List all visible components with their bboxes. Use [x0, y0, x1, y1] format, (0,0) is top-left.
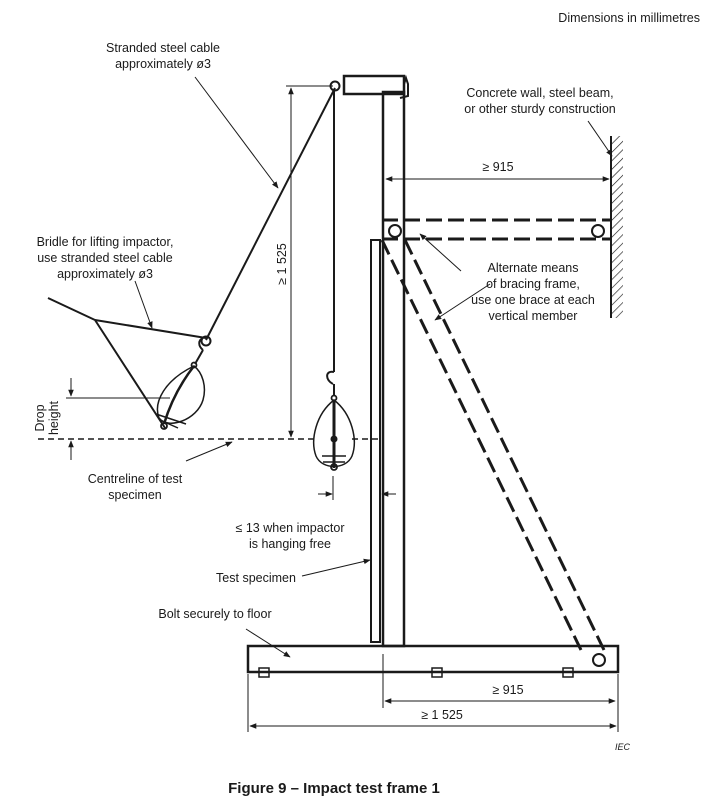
base-distance-label: ≥ 915	[492, 683, 523, 697]
floor-bolt	[431, 667, 443, 678]
iec-source-mark: IEC	[615, 742, 631, 752]
raised-impactor	[155, 335, 212, 430]
brace-pivot-base	[592, 653, 606, 667]
wall-distance-dimension: ≥ 915	[385, 160, 610, 182]
gap-dimension	[318, 476, 396, 500]
wall-label-2: or other sturdy construction	[464, 102, 616, 116]
wall-label-1: Concrete wall, steel beam,	[466, 86, 613, 100]
base-beam	[246, 644, 620, 678]
bridle-label-2: use stranded steel cable	[37, 251, 173, 265]
centreline-label-1: Centreline of test	[88, 472, 183, 486]
height-dimension: ≥ 1 525	[275, 85, 333, 438]
base-distance-dimension: ≥ 915	[382, 654, 616, 708]
centreline-label-2: specimen	[108, 488, 162, 502]
test-specimen	[370, 239, 381, 643]
brace-label-4: vertical member	[489, 309, 578, 323]
gap-label-1: ≤ 13 when impactor	[236, 521, 345, 535]
base-length-label: ≥ 1 525	[421, 708, 463, 722]
top-cap	[329, 74, 409, 99]
leader-lines	[134, 76, 613, 658]
brace-label-2: of bracing frame,	[486, 277, 580, 291]
bolt-label: Bolt securely to floor	[158, 607, 271, 621]
base-length-dimension: ≥ 1 525	[247, 674, 619, 732]
wall	[610, 136, 623, 318]
cable-label-2: approximately ø3	[115, 57, 211, 71]
cable-label-1: Stranded steel cable	[106, 41, 220, 55]
floor-bolt	[258, 667, 270, 678]
bridle-cable	[47, 297, 207, 429]
wall-distance-label: ≥ 915	[482, 160, 513, 174]
test-specimen-label: Test specimen	[216, 571, 296, 585]
drop-height-dimension: Drop height	[33, 378, 170, 460]
drop-height-label-1: Drop	[33, 404, 47, 431]
drop-height-label-2: height	[47, 400, 61, 435]
units-note: Dimensions in millimetres	[558, 11, 700, 25]
brace-diagonal	[380, 239, 606, 651]
bridle-label-3: approximately ø3	[57, 267, 153, 281]
brace-label-1: Alternate means	[487, 261, 578, 275]
figure-caption: Figure 9 – Impact test frame 1	[228, 780, 440, 797]
hanging-impactor	[313, 370, 355, 471]
vertical-column	[381, 90, 406, 648]
brace-horizontal	[382, 218, 611, 241]
gap-label-2: is hanging free	[249, 537, 331, 551]
height-dimension-label: ≥ 1 525	[275, 243, 289, 285]
bridle-label-1: Bridle for lifting impactor,	[37, 235, 174, 249]
stranded-steel-cable	[205, 87, 336, 341]
brace-label-3: use one brace at each	[471, 293, 595, 307]
floor-bolt	[562, 667, 574, 678]
